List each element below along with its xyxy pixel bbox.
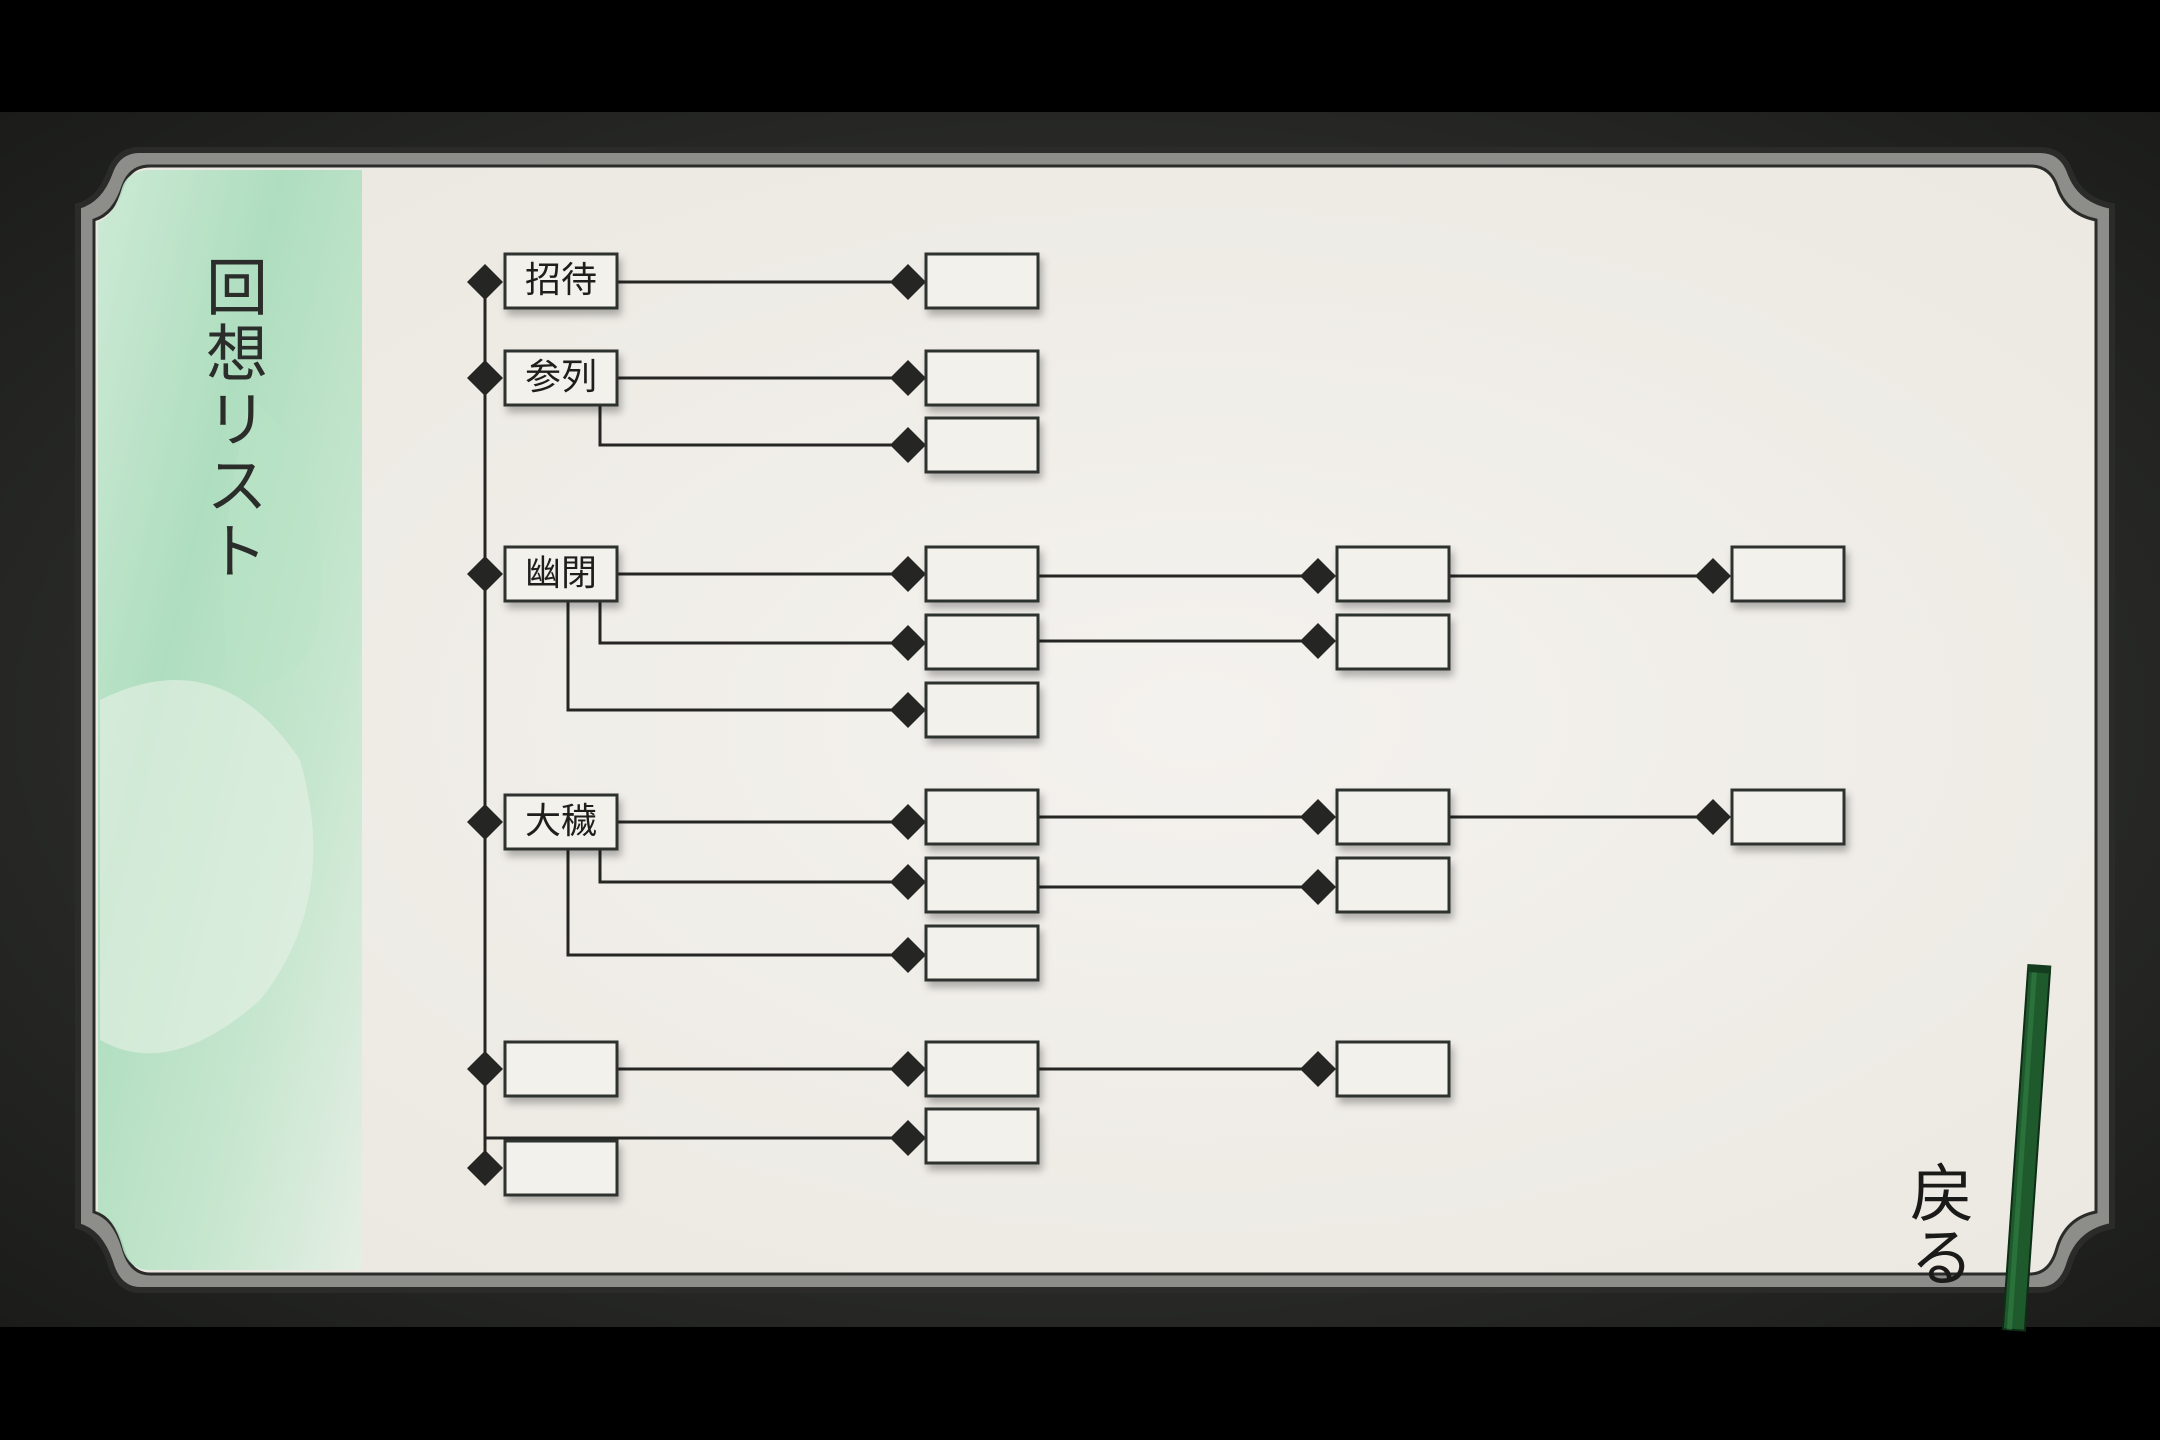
scene-box-2-2[interactable] (924, 416, 1040, 474)
chapter-box-locked-5[interactable] (503, 1040, 619, 1098)
back-button[interactable]: 戻る (1899, 1160, 1973, 1288)
scene-box-3-1[interactable] (924, 545, 1040, 603)
scene-box-4-3[interactable] (924, 924, 1040, 982)
chapter-label-invitation[interactable]: 招待 (524, 260, 597, 301)
scene-box-6-1[interactable] (924, 1107, 1040, 1165)
chapter-box-locked-6[interactable] (503, 1139, 619, 1197)
chapter-label-locked-6[interactable] (505, 1141, 617, 1195)
tree-diamonds (467, 264, 1731, 1186)
chapter-box-defilement[interactable] (503, 793, 619, 851)
scene-box-1-1[interactable] (924, 252, 1040, 310)
scene-box-3-2b[interactable] (1335, 613, 1451, 671)
scene-box-3-1b[interactable] (1335, 545, 1451, 603)
watercolor-light-wash (100, 680, 314, 1054)
paper-panel (92, 164, 2098, 1276)
scene-box-5-1[interactable] (924, 1040, 1040, 1098)
chapter-label-attendance[interactable]: 参列 (524, 357, 597, 398)
scene-box-3-1c[interactable] (1730, 545, 1846, 603)
scene-box-5-1b[interactable] (1335, 1040, 1451, 1098)
chapter-label-confinement[interactable]: 幽閉 (524, 553, 597, 594)
scene-box-2-1[interactable] (924, 349, 1040, 407)
tree-connectors (483, 280, 1713, 1168)
chapter-label-defilement[interactable]: 大穢 (524, 801, 597, 842)
scene-box-4-1c[interactable] (1730, 788, 1846, 846)
chapter-box-invitation[interactable] (503, 252, 619, 310)
chapter-box-confinement[interactable] (503, 545, 619, 603)
pencil-decoration (2001, 963, 2052, 1332)
scene-box-4-2b[interactable] (1335, 856, 1451, 914)
chapter-label-locked-5[interactable] (505, 1042, 617, 1096)
scene-box-4-2[interactable] (924, 856, 1040, 914)
watercolor-dark-wash (223, 400, 322, 684)
scene-box-3-3[interactable] (924, 681, 1040, 739)
page-title: 回想リスト (195, 255, 268, 585)
scene-box-3-2[interactable] (924, 613, 1040, 671)
chapter-box-attendance[interactable] (503, 349, 619, 407)
scene-box-4-1b[interactable] (1335, 788, 1451, 846)
scene-box-4-1[interactable] (924, 788, 1040, 846)
